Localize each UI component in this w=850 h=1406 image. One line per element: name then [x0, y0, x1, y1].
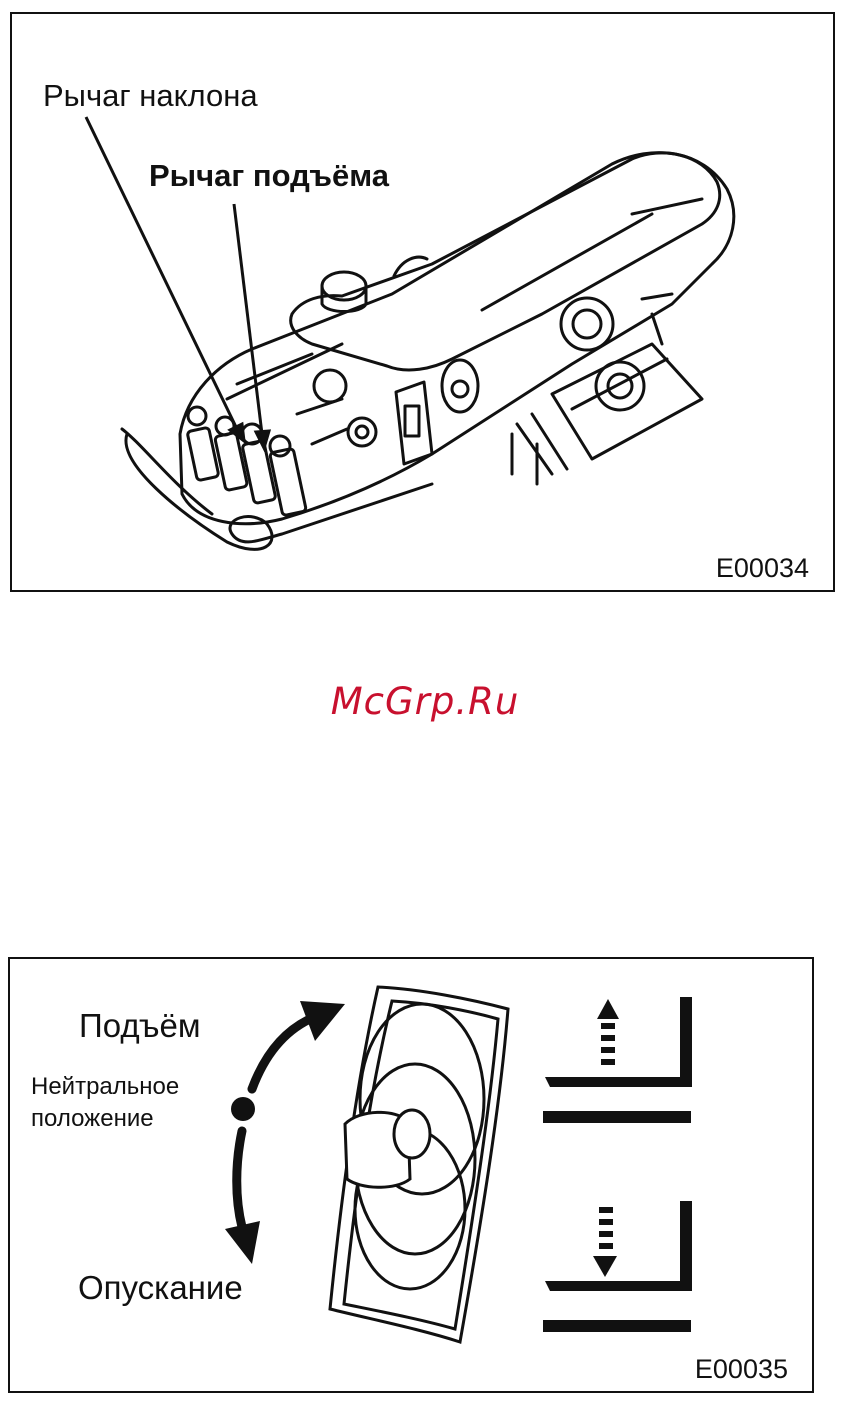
fork-lower-icon	[543, 1201, 692, 1332]
lever-housing	[330, 987, 508, 1342]
fork-raise-icon	[543, 997, 692, 1123]
lower-label: Опускание	[78, 1269, 243, 1307]
lever-location-figure: Рычаг наклона Рычаг подъёма E00034	[10, 12, 835, 592]
raise-label: Подъём	[79, 1007, 201, 1045]
neutral-position-dot	[231, 1097, 255, 1121]
figure-code: E00034	[716, 553, 809, 584]
lift-lever-label: Рычаг подъёма	[149, 158, 389, 194]
watermark: McGrp.Ru	[0, 680, 850, 723]
lower-arrow	[225, 1131, 260, 1264]
tilt-lever-label: Рычаг наклона	[43, 78, 258, 114]
figure-code: E00035	[695, 1354, 788, 1385]
neutral-label-line1: Нейтральное	[31, 1071, 179, 1103]
neutral-label: Нейтральное положение	[31, 1071, 179, 1135]
neutral-label-line2: положение	[31, 1103, 179, 1135]
lift-lever-operation-figure: Подъём Нейтральное положение Опускание E…	[8, 957, 814, 1393]
raise-arrow	[252, 1001, 345, 1089]
